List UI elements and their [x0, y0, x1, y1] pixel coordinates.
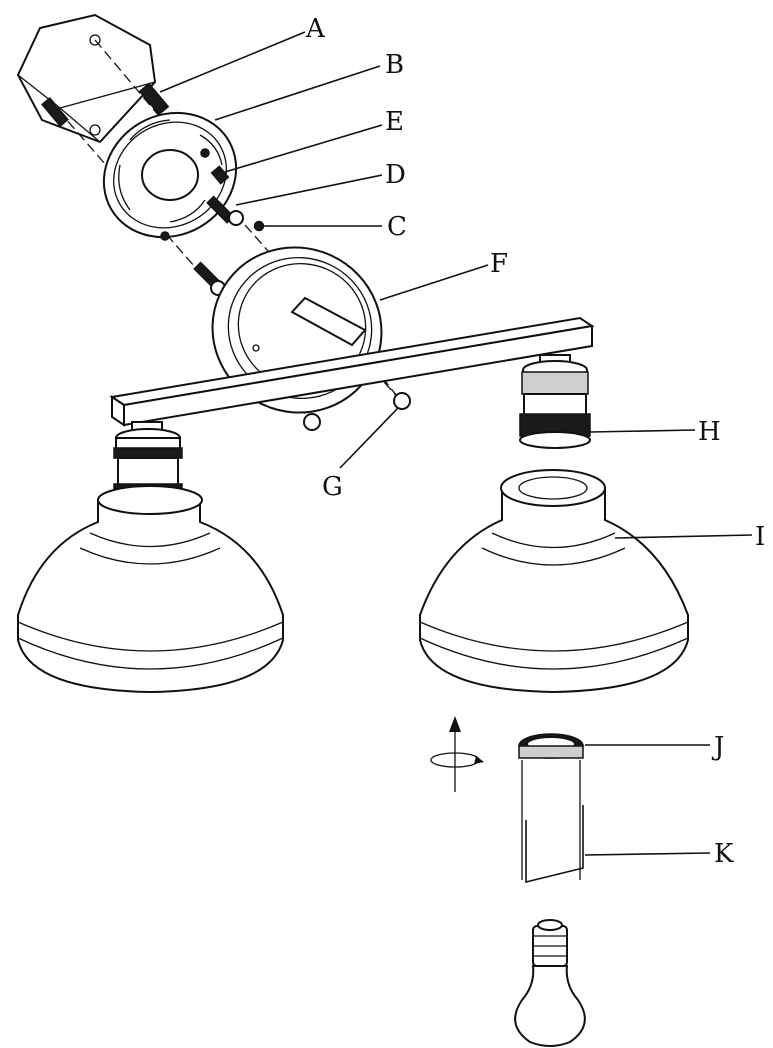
label-f: F — [490, 249, 508, 279]
crossbar — [109, 316, 595, 427]
mounting-plate-b — [102, 111, 238, 241]
label-h: H — [698, 417, 721, 447]
label-c: C — [387, 212, 407, 242]
label-a: A — [305, 14, 326, 44]
left-shade — [17, 485, 284, 694]
callouts: A B E D C F G H I J K — [159, 14, 765, 869]
screw-lower — [193, 261, 226, 296]
light-bulb — [514, 919, 586, 1047]
right-socket-h — [519, 354, 591, 449]
label-d: D — [385, 160, 406, 190]
junction-box — [16, 13, 157, 144]
right-shade-i — [419, 469, 689, 694]
screw-e — [210, 165, 230, 185]
wire-clip-k — [521, 760, 584, 884]
label-b: B — [385, 50, 404, 80]
label-g: G — [322, 472, 343, 502]
ring-j — [518, 733, 584, 759]
label-k: K — [714, 839, 734, 869]
cap-nut-g — [303, 392, 411, 431]
rotate-arrow-icon — [430, 716, 484, 792]
label-j: J — [711, 732, 724, 762]
screw-a — [41, 82, 170, 127]
label-e: E — [385, 107, 404, 137]
screw-d — [206, 195, 244, 226]
label-i: I — [755, 522, 765, 552]
